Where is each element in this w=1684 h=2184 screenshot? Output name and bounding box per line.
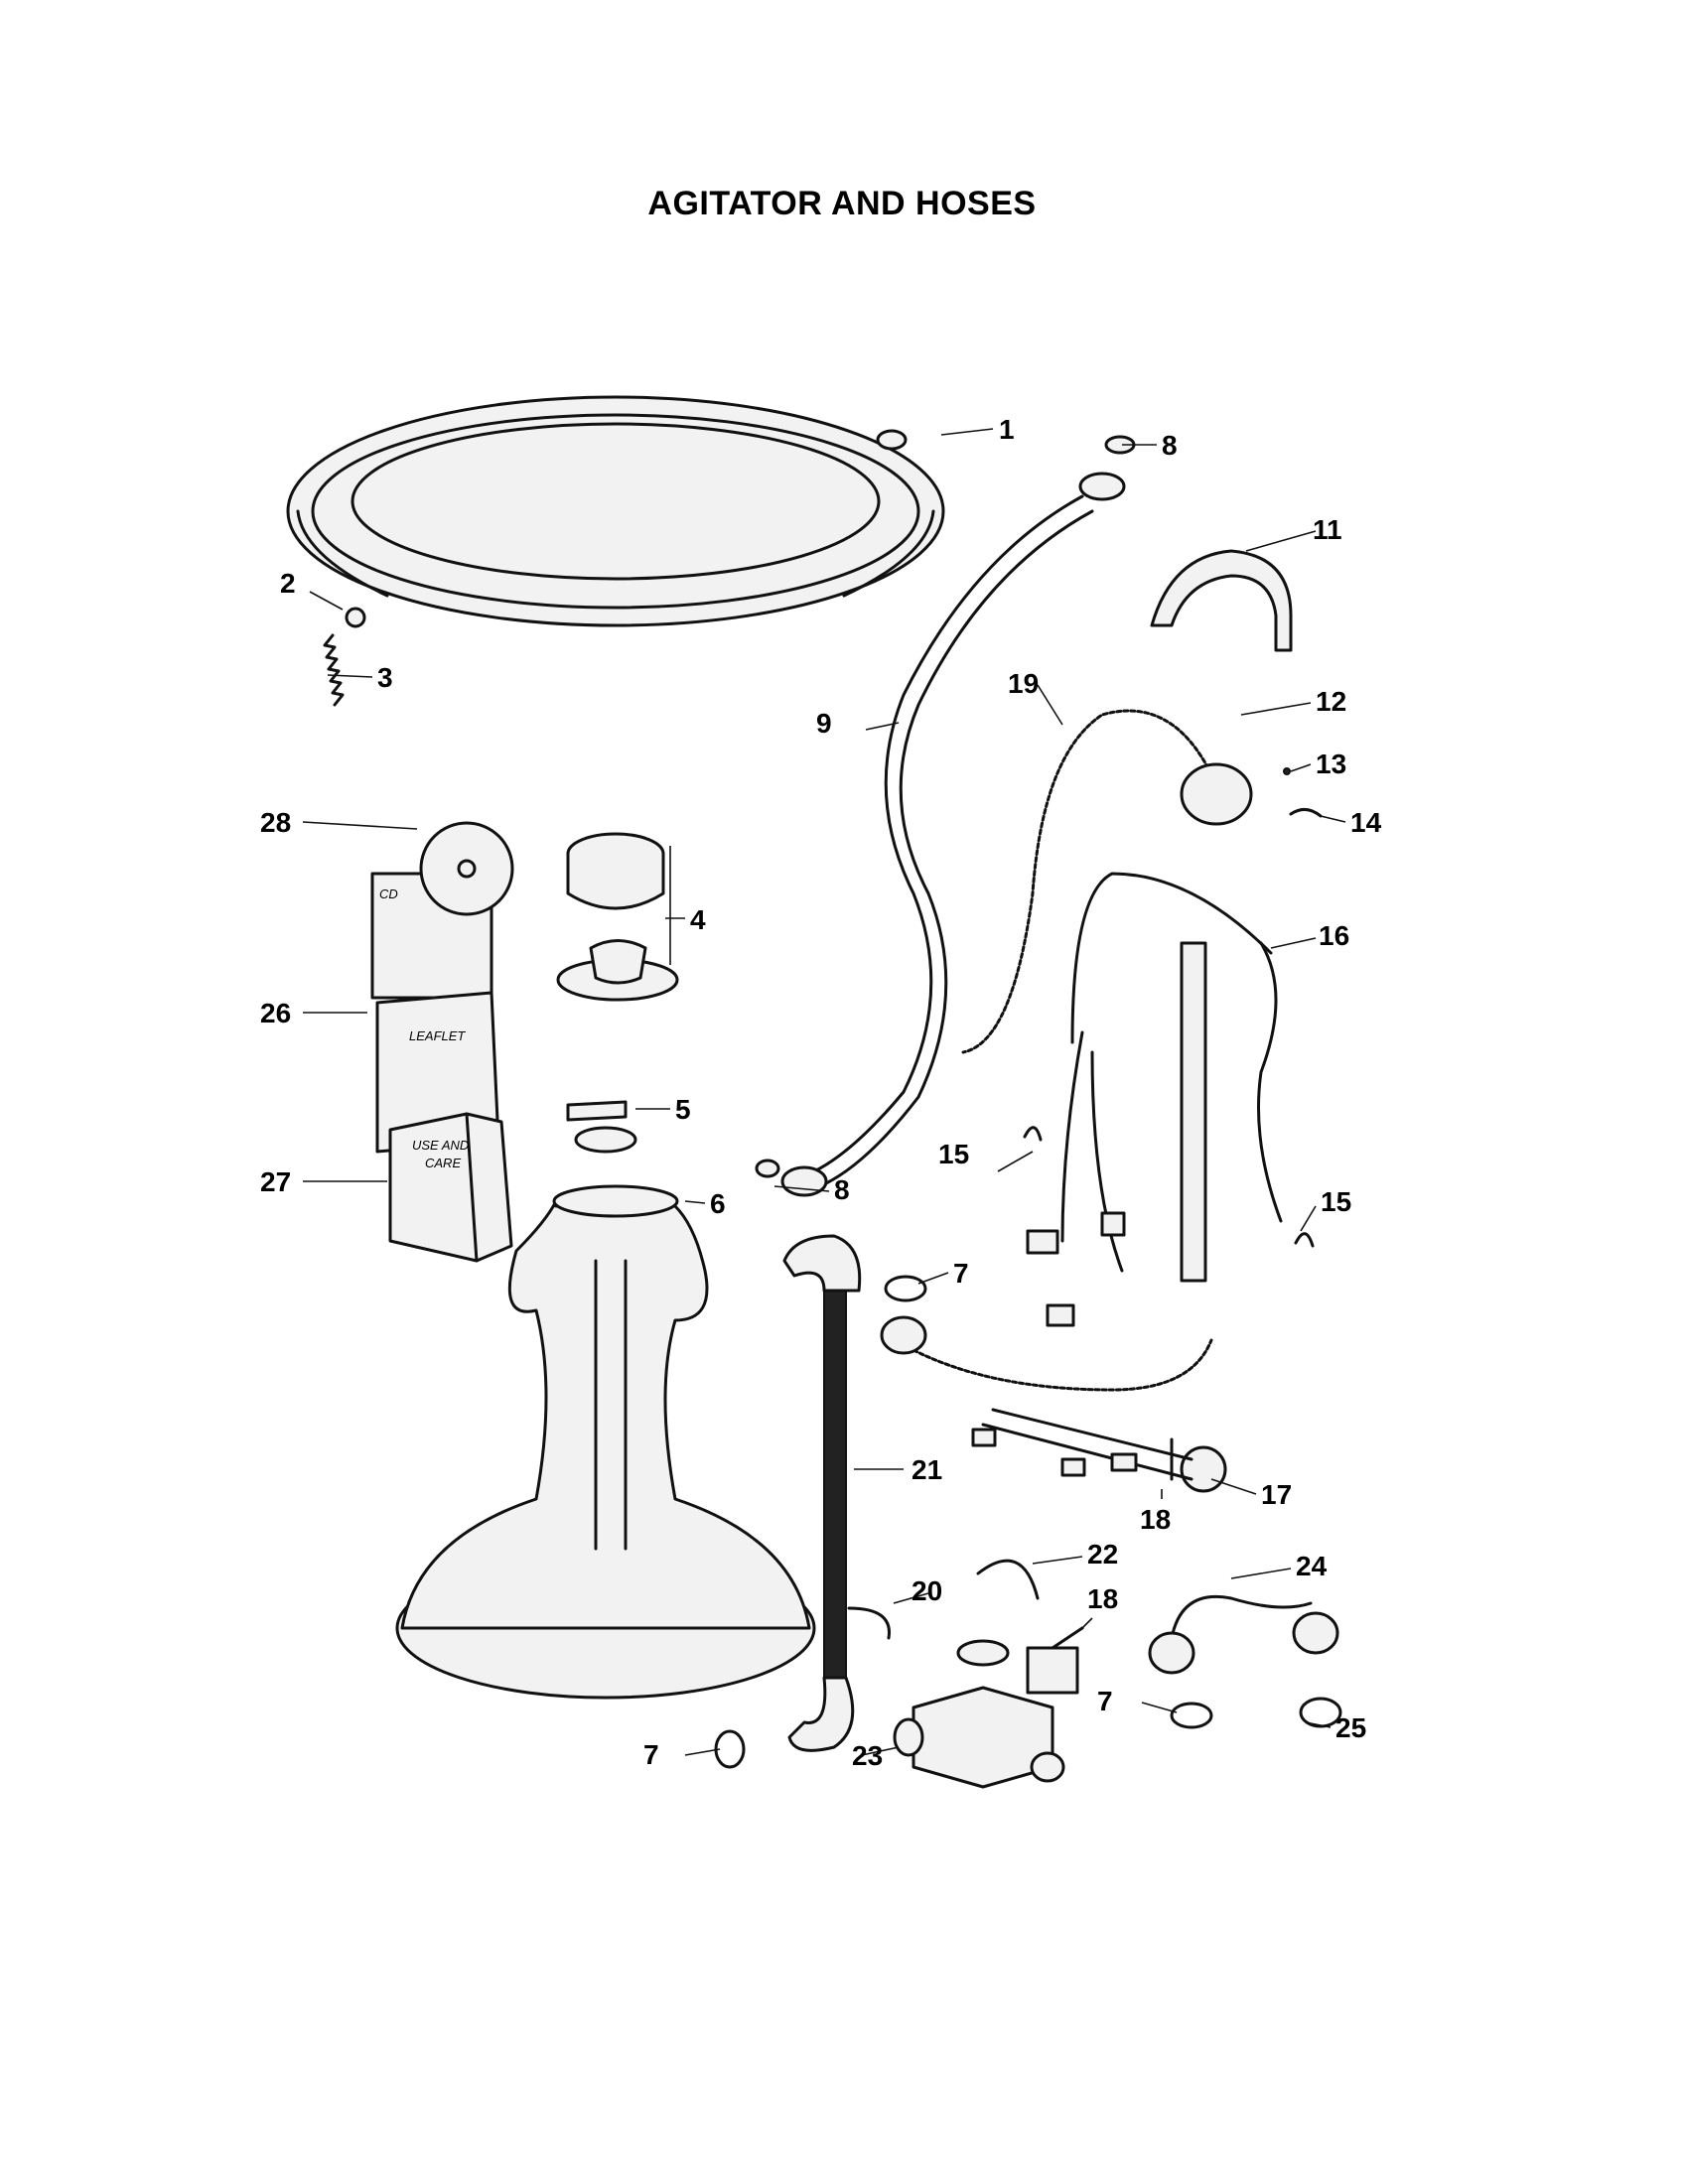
cd-sleeve-part-28 [370,821,514,1000]
callout-28: 28 [260,807,291,838]
callout-11: 11 [1313,514,1342,545]
screw-part-18-lower [1051,1626,1084,1650]
callout-15-a: 15 [938,1139,969,1169]
callout-20: 20 [912,1575,942,1606]
clip-part-14 [1289,808,1323,818]
callout-26: 26 [260,998,291,1028]
clamp-part-22 [976,1559,1040,1600]
callout-labels: 1 2 3 4 5 6 7 7 7 8 8 9 11 12 13 14 15 1… [260,414,1382,1771]
callout-8-bottom: 8 [834,1174,850,1205]
clamp-part-7-b [1170,1702,1213,1729]
pump-harness-part-16 [1026,872,1283,1327]
drain-hose-part-21 [782,1234,862,1752]
callout-8-top: 8 [1162,430,1178,461]
washer-part-8-bottom [755,1159,780,1178]
callout-5: 5 [675,1094,691,1125]
agitator-cap-part-5 [566,1100,637,1154]
corrugated-hose-part-19 [961,709,1213,1054]
callout-7-a: 7 [953,1258,969,1289]
hose-part-24 [1148,1594,1339,1675]
agitator-cam-part-4 [556,832,679,1002]
clamp-part-20 [847,1606,891,1640]
cd-label: CD [379,887,398,901]
callout-7-b: 7 [1097,1686,1113,1716]
callout-21: 21 [912,1454,942,1485]
callout-1: 1 [999,414,1015,445]
manual-part-27 [388,1112,513,1263]
callout-7-c: 7 [643,1739,659,1770]
callout-25: 25 [1335,1712,1366,1743]
callout-3: 3 [377,662,393,693]
callout-12: 12 [1316,686,1346,717]
callout-19: 19 [1008,668,1039,699]
hose-clip-part-11 [1150,549,1293,652]
diagram-title: AGITATOR AND HOSES [647,185,1037,222]
clamp-part-15-a [1023,1126,1043,1142]
tub-ring-part-1 [286,395,945,627]
callout-14: 14 [1350,807,1382,838]
manual-label-line1: USE AND [412,1138,469,1153]
callout-24: 24 [1296,1551,1328,1581]
inlet-hose-part-9 [780,472,1126,1197]
callout-13: 13 [1316,749,1346,779]
callout-22: 22 [1087,1539,1118,1570]
callout-18-a: 18 [1140,1504,1171,1535]
screw-part-13 [1283,767,1291,775]
clamp-part-25 [1299,1697,1342,1728]
clamp-part-15-b [1294,1232,1315,1248]
callout-4: 4 [690,904,706,935]
callout-6: 6 [710,1188,726,1219]
leader-lines [302,428,1346,1756]
clamp-part-7-a [884,1275,927,1302]
callout-17: 17 [1261,1479,1292,1510]
callout-23: 23 [852,1740,883,1771]
callout-9: 9 [816,708,832,739]
callout-27: 27 [260,1166,291,1197]
clamp-part-7-c [714,1729,746,1769]
leaflet-label: LEAFLET [409,1028,466,1043]
water-valve-part-23 [893,1639,1079,1789]
manual-label-line2: CARE [425,1156,461,1170]
agitator-part-6 [395,1184,816,1700]
callout-2: 2 [280,568,296,599]
nut-part-2 [345,607,366,628]
bracket-part-12 [1180,762,1253,826]
spring-part-3 [323,633,345,707]
callout-15-b: 15 [1321,1186,1351,1217]
callout-18-b: 18 [1087,1583,1118,1614]
callout-16: 16 [1319,920,1349,951]
